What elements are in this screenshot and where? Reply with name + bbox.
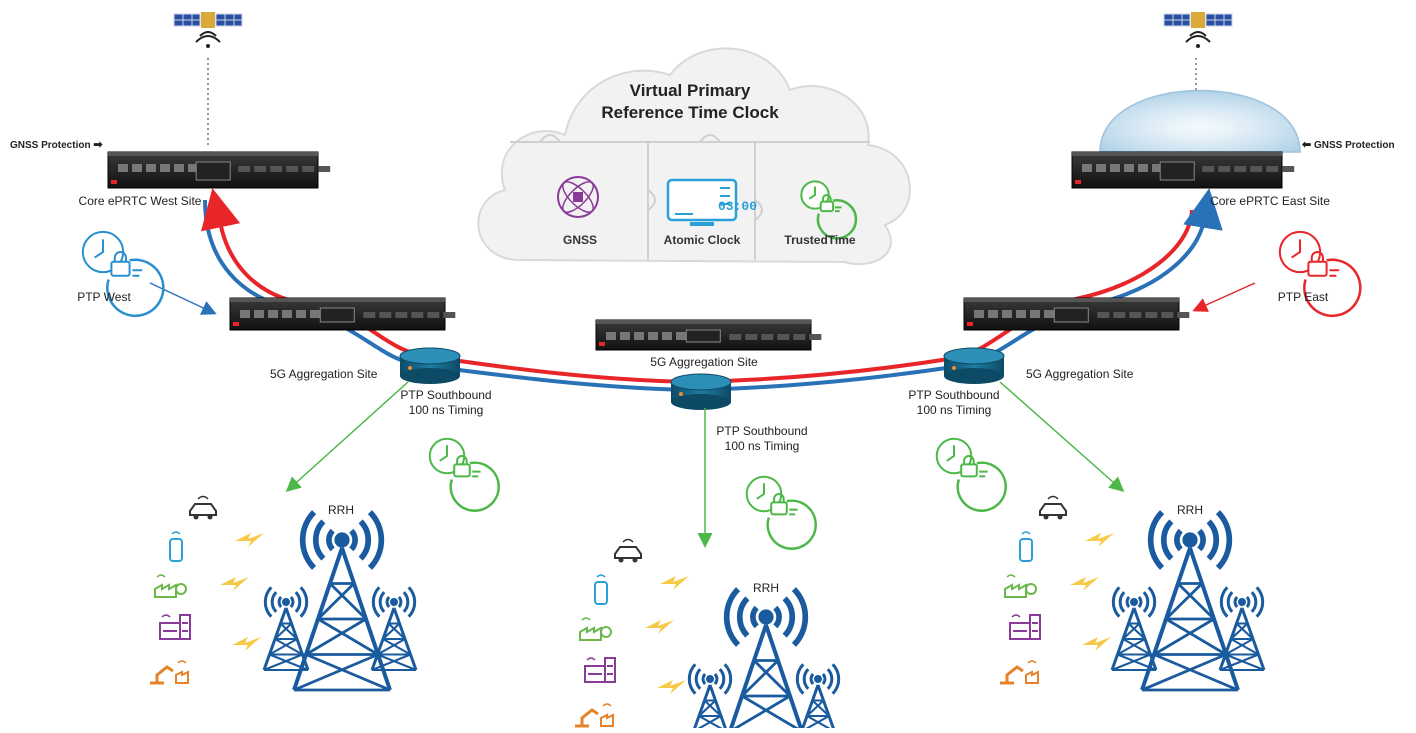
- satellite-icon: [173, 12, 243, 48]
- cell-tower-right: [1110, 510, 1266, 692]
- gnss-satellite-icon: [557, 176, 599, 218]
- trustedtime-label: TrustedTime: [784, 233, 856, 247]
- gnss-protection-left-text: GNSS Protection: [10, 140, 91, 151]
- core-west-label: Core ePRTC West Site: [78, 194, 202, 208]
- southbound-center-clock-icon: [745, 475, 817, 550]
- cloud-shape: [477, 47, 911, 266]
- southbound-left-clock-icon: [428, 437, 500, 512]
- red-arrowhead-west: [201, 188, 241, 232]
- gnss-protection-left: GNSS Protection ➡: [10, 138, 103, 153]
- core-west-router: [107, 151, 331, 189]
- arrow-right-icon: ➡: [93, 139, 103, 151]
- lightning-icon: [220, 533, 264, 651]
- building-icon: [159, 614, 191, 640]
- ptp-southbound-center-line1: PTP Southbound: [716, 424, 808, 438]
- southbound-arrow-left: [285, 381, 409, 493]
- ptp-router-right: [943, 347, 1005, 384]
- cloud-title-line1: Virtual Primary: [629, 81, 751, 100]
- atomic-clock-icon: [666, 178, 738, 226]
- gnss-protection-right: ⬅ GNSS Protection: [1302, 138, 1395, 153]
- ptp-southbound-center-line2: 100 ns Timing: [724, 439, 800, 453]
- factory-icon: [579, 617, 612, 641]
- rrh-label-center: RRH: [753, 581, 779, 595]
- device-group-left: [150, 495, 264, 685]
- building-icon: [584, 657, 616, 683]
- ptp-east-clock-icon: [1278, 230, 1362, 318]
- ptp-southbound-left-line1: PTP Southbound: [400, 388, 492, 402]
- car-icon: [189, 495, 217, 520]
- rrh-label-left: RRH: [328, 503, 354, 517]
- lightning-icon: [645, 576, 689, 694]
- building-icon: [1009, 614, 1041, 640]
- ptp-west-label: PTP West: [77, 290, 131, 304]
- cloud-title: Virtual Primary Reference Time Clock: [601, 80, 778, 124]
- smartphone-icon: [594, 574, 608, 605]
- southbound-right-clock-icon: [935, 437, 1007, 512]
- ptp-southbound-right-line2: 100 ns Timing: [916, 403, 992, 417]
- cloud-group: [477, 47, 911, 266]
- core-east-router: [1071, 151, 1295, 189]
- robot-arm-icon: [150, 660, 189, 685]
- lightning-icon: [1070, 533, 1114, 651]
- arrow-left-icon: ⬅: [1302, 139, 1312, 151]
- ptp-southbound-right: PTP Southbound 100 ns Timing: [908, 388, 999, 418]
- gnss-protection-right-text: GNSS Protection: [1314, 140, 1395, 151]
- agg-center-label: 5G Aggregation Site: [650, 355, 758, 369]
- robot-arm-icon: [575, 703, 614, 728]
- robot-arm-icon: [1000, 660, 1039, 685]
- smartphone-icon: [169, 531, 183, 562]
- cell-tower-left: [262, 510, 418, 692]
- ptp-southbound-left-line2: 100 ns Timing: [408, 403, 484, 417]
- gnss-label: GNSS: [562, 233, 598, 247]
- cell-tower-center: [687, 587, 841, 733]
- ptp-east-arrow: [1192, 282, 1256, 312]
- rrh-label-right: RRH: [1177, 503, 1203, 517]
- agg-left-router: [229, 297, 456, 331]
- ptp-router-center: [670, 373, 732, 410]
- car-icon: [614, 538, 642, 563]
- core-east-label: Core ePRTC East Site: [1210, 194, 1330, 208]
- smartphone-icon: [1019, 531, 1033, 562]
- blue-arrowhead-east: [1183, 188, 1223, 231]
- atomic-clock-display: 03:00: [718, 199, 758, 214]
- device-group-right: [1000, 495, 1114, 685]
- ptp-southbound-left: PTP Southbound 100 ns Timing: [400, 388, 491, 418]
- southbound-arrow-right: [999, 381, 1125, 492]
- ptp-west-arrow: [149, 282, 217, 315]
- puzzle-tabs: [539, 134, 763, 221]
- device-group-center: [575, 538, 689, 728]
- ptp-router-left: [399, 347, 461, 384]
- gnss-protection-dome: [1099, 89, 1301, 153]
- factory-icon: [1004, 574, 1037, 598]
- cloud-title-line2: Reference Time Clock: [601, 103, 779, 122]
- agg-left-label: 5G Aggregation Site: [270, 367, 378, 381]
- factory-icon: [154, 574, 187, 598]
- agg-right-router: [963, 297, 1190, 331]
- ptp-southbound-right-line1: PTP Southbound: [908, 388, 1000, 402]
- ptp-east-label: PTP East: [1277, 290, 1329, 304]
- atomic-clock-label: Atomic Clock: [663, 233, 741, 247]
- car-icon: [1039, 495, 1067, 520]
- agg-center-router: [595, 319, 822, 351]
- trustedtime-icon: [800, 180, 858, 240]
- agg-right-label: 5G Aggregation Site: [1026, 367, 1134, 381]
- ptp-southbound-center: PTP Southbound 100 ns Timing: [716, 424, 807, 454]
- satellite-icon: [1163, 12, 1233, 48]
- ptp-west-clock-icon: [81, 230, 165, 318]
